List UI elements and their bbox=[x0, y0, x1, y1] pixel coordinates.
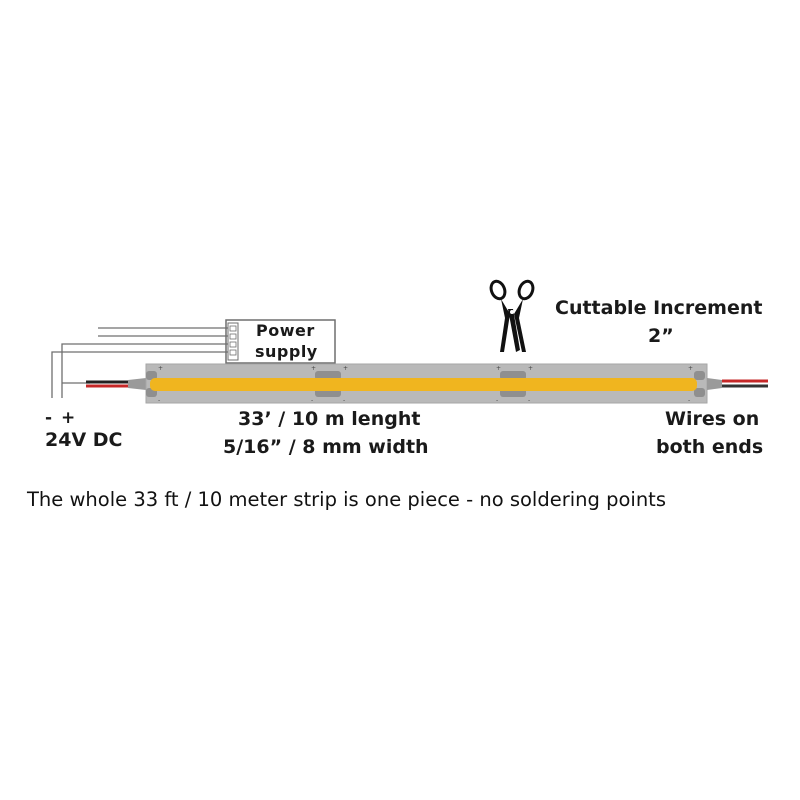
svg-text:+: + bbox=[343, 365, 348, 372]
right-lead-wires bbox=[707, 378, 768, 390]
svg-text:-: - bbox=[496, 397, 498, 404]
polarity-plus: + bbox=[61, 408, 75, 428]
voltage-label: 24V DC bbox=[45, 429, 122, 451]
svg-text:+: + bbox=[688, 365, 693, 372]
terminal-slot bbox=[229, 349, 237, 356]
footer-note: The whole 33 ft / 10 meter strip is one … bbox=[26, 488, 666, 511]
scissors-icon bbox=[489, 279, 535, 352]
pad-markings: + - + + - - + + - - + - bbox=[158, 365, 693, 404]
svg-text:-: - bbox=[688, 397, 690, 404]
terminal-slot bbox=[229, 333, 237, 340]
left-lead-wires bbox=[86, 378, 146, 390]
power-supply-label-line2: supply bbox=[255, 342, 318, 361]
polarity-minus: - bbox=[45, 408, 52, 428]
svg-text:+: + bbox=[496, 365, 501, 372]
length-label: 33’ / 10 m lenght bbox=[238, 408, 420, 430]
svg-text:+: + bbox=[311, 365, 316, 372]
power-supply-terminal-block bbox=[227, 322, 239, 361]
cuttable-increment-label: Cuttable Increment bbox=[555, 297, 762, 319]
led-cob-line bbox=[150, 378, 697, 391]
svg-text:-: - bbox=[158, 397, 160, 404]
svg-text:-: - bbox=[528, 397, 530, 404]
power-supply-label-line1: Power bbox=[256, 321, 315, 340]
terminal-slot bbox=[229, 341, 237, 348]
ac-input-wires bbox=[98, 327, 228, 337]
terminal-slot bbox=[229, 325, 237, 332]
power-supply: Power supply bbox=[225, 319, 336, 364]
wires-label-line1: Wires on bbox=[665, 408, 759, 430]
width-label: 5/16” / 8 mm width bbox=[223, 436, 429, 458]
svg-text:+: + bbox=[158, 365, 163, 372]
power-supply-box bbox=[225, 319, 336, 364]
svg-text:-: - bbox=[343, 397, 345, 404]
svg-text:+: + bbox=[528, 365, 533, 372]
dc-output-wires bbox=[51, 343, 228, 398]
cuttable-increment-value: 2” bbox=[648, 325, 674, 347]
svg-text:-: - bbox=[311, 397, 313, 404]
wires-label-line2: both ends bbox=[656, 436, 763, 458]
